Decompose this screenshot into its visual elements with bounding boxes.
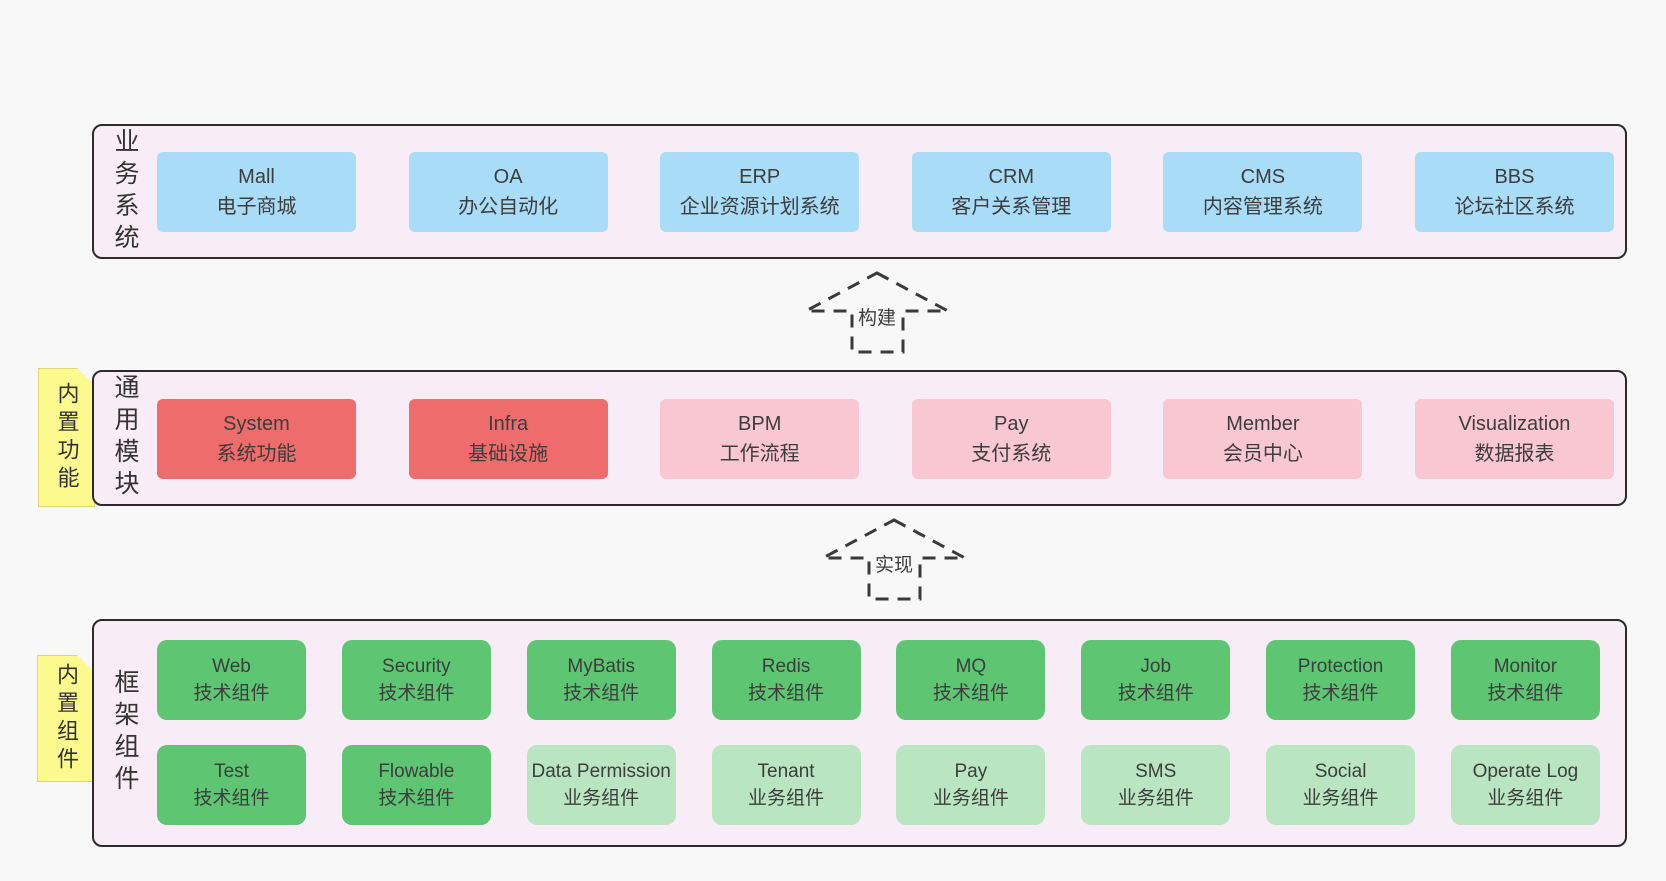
build-arrow: 构建 [804,271,950,355]
box-erp: ERP 企业资源计划系统 [660,152,860,232]
box-test: Test 技术组件 [157,745,306,825]
box-sms: SMS 业务组件 [1081,745,1231,825]
up-arrow-icon [805,271,949,354]
box-member: Member 会员中心 [1163,399,1363,479]
box-protection: Protection 技术组件 [1266,640,1416,720]
layer-label-components: 框架组件 [111,669,139,797]
box-bpm: BPM 工作流程 [660,399,860,479]
layer-label-modules: 通用模块 [111,374,139,502]
sticky-note-built-in-functions: 内置功能 [38,368,95,507]
box-mall: Mall 电子商城 [157,152,356,232]
box-mq: MQ 技术组件 [896,640,1046,720]
layer-label-business: 业务系统 [111,127,139,256]
implement-arrow: 实现 [821,518,967,602]
box-pay-component: Pay 业务组件 [896,745,1046,825]
build-arrow-label: 构建 [855,303,899,330]
sticky-note-built-in-components: 内置组件 [37,655,95,782]
box-pay-system: Pay 支付系统 [911,399,1111,479]
box-monitor: Monitor 技术组件 [1450,640,1600,720]
box-security: Security 技术组件 [341,640,491,720]
box-operate-log: Operate Log 业务组件 [1450,745,1600,825]
box-bbs: BBS 论坛社区系统 [1414,152,1614,232]
box-cms: CMS 内容管理系统 [1163,152,1363,232]
box-oa: OA 办公自动化 [408,152,608,232]
box-infra: Infra 基础设施 [408,399,608,479]
box-system: System 系统功能 [157,399,356,479]
box-mybatis: MyBatis 技术组件 [526,640,676,720]
note-label: 内置功能 [54,381,80,494]
box-flowable: Flowable 技术组件 [341,745,491,825]
box-crm: CRM 客户关系管理 [911,152,1111,232]
box-visualization: Visualization 数据报表 [1414,399,1614,479]
box-social: Social 业务组件 [1266,745,1416,825]
layer-framework-components: 框架组件 Web 技术组件 Security 技术组件 MyBatis 技术组件… [92,619,1627,847]
up-arrow-icon [822,518,966,601]
layer-business-systems: 业务系统 Mall 电子商城 OA 办公自动化 ERP 企业资源计划系统 CRM… [92,124,1627,259]
box-tenant: Tenant 业务组件 [711,745,861,825]
box-web: Web 技术组件 [157,640,306,720]
box-redis: Redis 技术组件 [711,640,861,720]
layer-common-modules: 通用模块 System 系统功能 Infra 基础设施 BPM 工作流程 Pay… [92,370,1627,506]
box-data-permission: Data Permission 业务组件 [526,745,676,825]
implement-arrow-label: 实现 [872,550,916,577]
note-label: 内置组件 [54,662,79,775]
box-job: Job 技术组件 [1081,640,1231,720]
